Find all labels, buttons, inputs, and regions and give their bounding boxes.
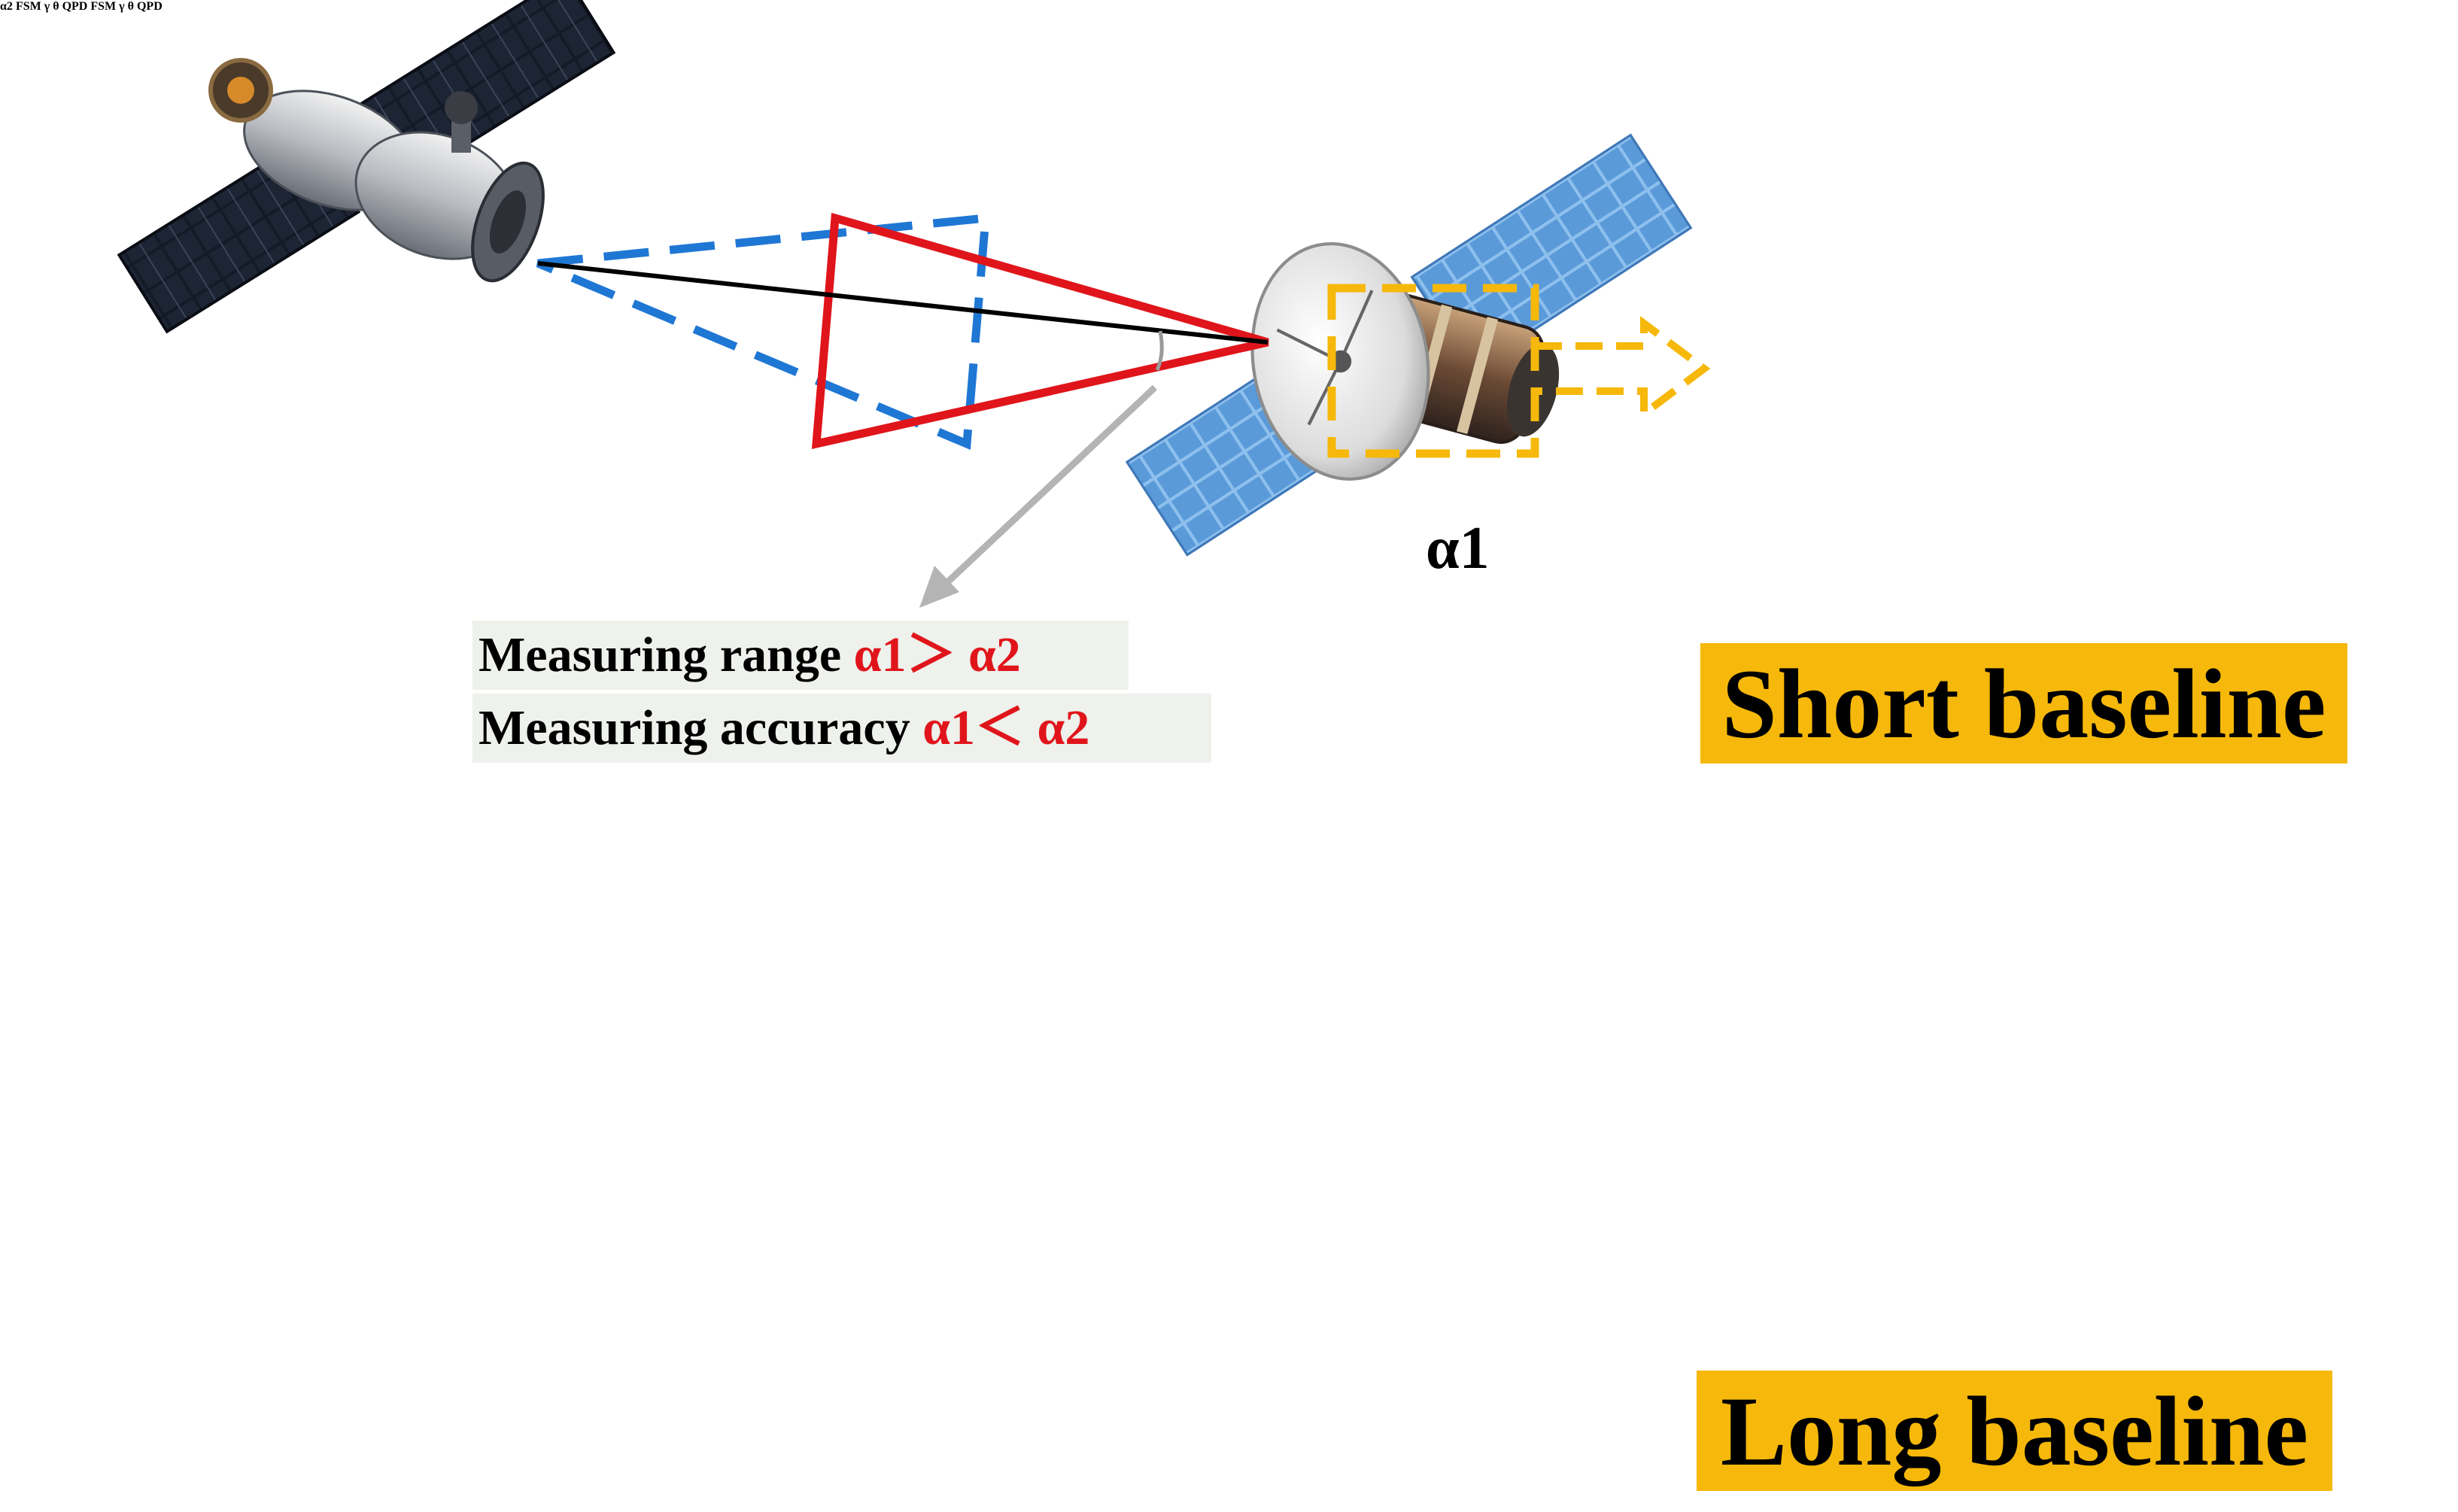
long-baseline-optics: FSM γ θ QPD [90,0,162,13]
long-baseline-brace: FSM γ θ QPD [90,0,162,13]
measuring-range-relation: α1＞ α2 [853,627,1021,682]
gamma-label-top: γ [44,0,50,13]
alpha1-label: α1 [1426,515,1490,581]
gamma-label-bottom: γ [119,0,125,13]
qpd-label-top: QPD [62,0,88,13]
top-beam [536,212,1269,451]
long-baseline-badge: Long baseline [1697,1371,2332,1491]
top-hollow-arrow [1535,316,1711,421]
bottom-gray-pointer-head: FSM γ θ QPD FSM γ θ QPD Measuring range … [16,0,2347,1491]
satellite-dish-icon [1127,135,1691,555]
space-station-icon: α2 FSM γ θ QPD [0,0,2347,1491]
short-baseline-brace: FSM γ θ QPD [16,0,90,13]
fast-steering-mirror-icon: FSM γ θ QPD [90,0,162,13]
rotation-arrow-icon: FSM γ θ QPD [16,0,90,13]
measuring-accuracy-label: Measuring accuracy [479,700,910,755]
short-baseline-title: Short baseline [1721,648,2326,759]
measuring-accuracy-relation: α1＜ α2 [922,700,1090,755]
measuring-accuracy-box [472,694,1211,763]
measuring-range-box [472,621,1129,690]
short-baseline-badge: Short baseline [1700,643,2347,764]
theta-label-top: θ [53,0,59,13]
long-baseline-title: Long baseline [1720,1375,2309,1486]
satellite-dish-icon: α2 FSM γ θ QPD [0,0,2347,1491]
theta-label-bottom: θ [127,0,134,13]
measuring-accuracy-text: Measuring accuracy α1＜ α2 [479,694,1089,763]
top-observation-box [1327,284,1539,458]
rotation-arrow-icon: FSM γ θ QPD [90,0,162,13]
rotation-arrow-icon: FSM γ θ QPD [90,0,162,13]
fsm-label-top: FSM [15,0,41,13]
rotation-arrow-icon: FSM γ θ QPD [16,0,90,13]
bottom-gray-pointer-line: FSM γ θ QPD FSM γ θ QPD Measuring range … [16,0,2347,1491]
top-gray-pointer-line [941,384,1158,588]
fsm-label-bottom: FSM [90,0,117,13]
top-gray-pointer-head [919,566,959,608]
measuring-range-label: Measuring range [479,627,842,682]
bottom-observation-box: α2 FSM γ θ QPD [0,0,2347,1491]
qpd-label-bottom: QPD [136,0,163,13]
fast-steering-mirror-icon: FSM γ θ QPD [16,0,90,13]
measuring-range-text: Measuring range α1＞ α2 [479,621,1021,690]
short-baseline-optics: FSM γ θ QPD [16,0,90,13]
space-station-icon [119,0,613,332]
alpha2-label: α2 [0,0,13,13]
